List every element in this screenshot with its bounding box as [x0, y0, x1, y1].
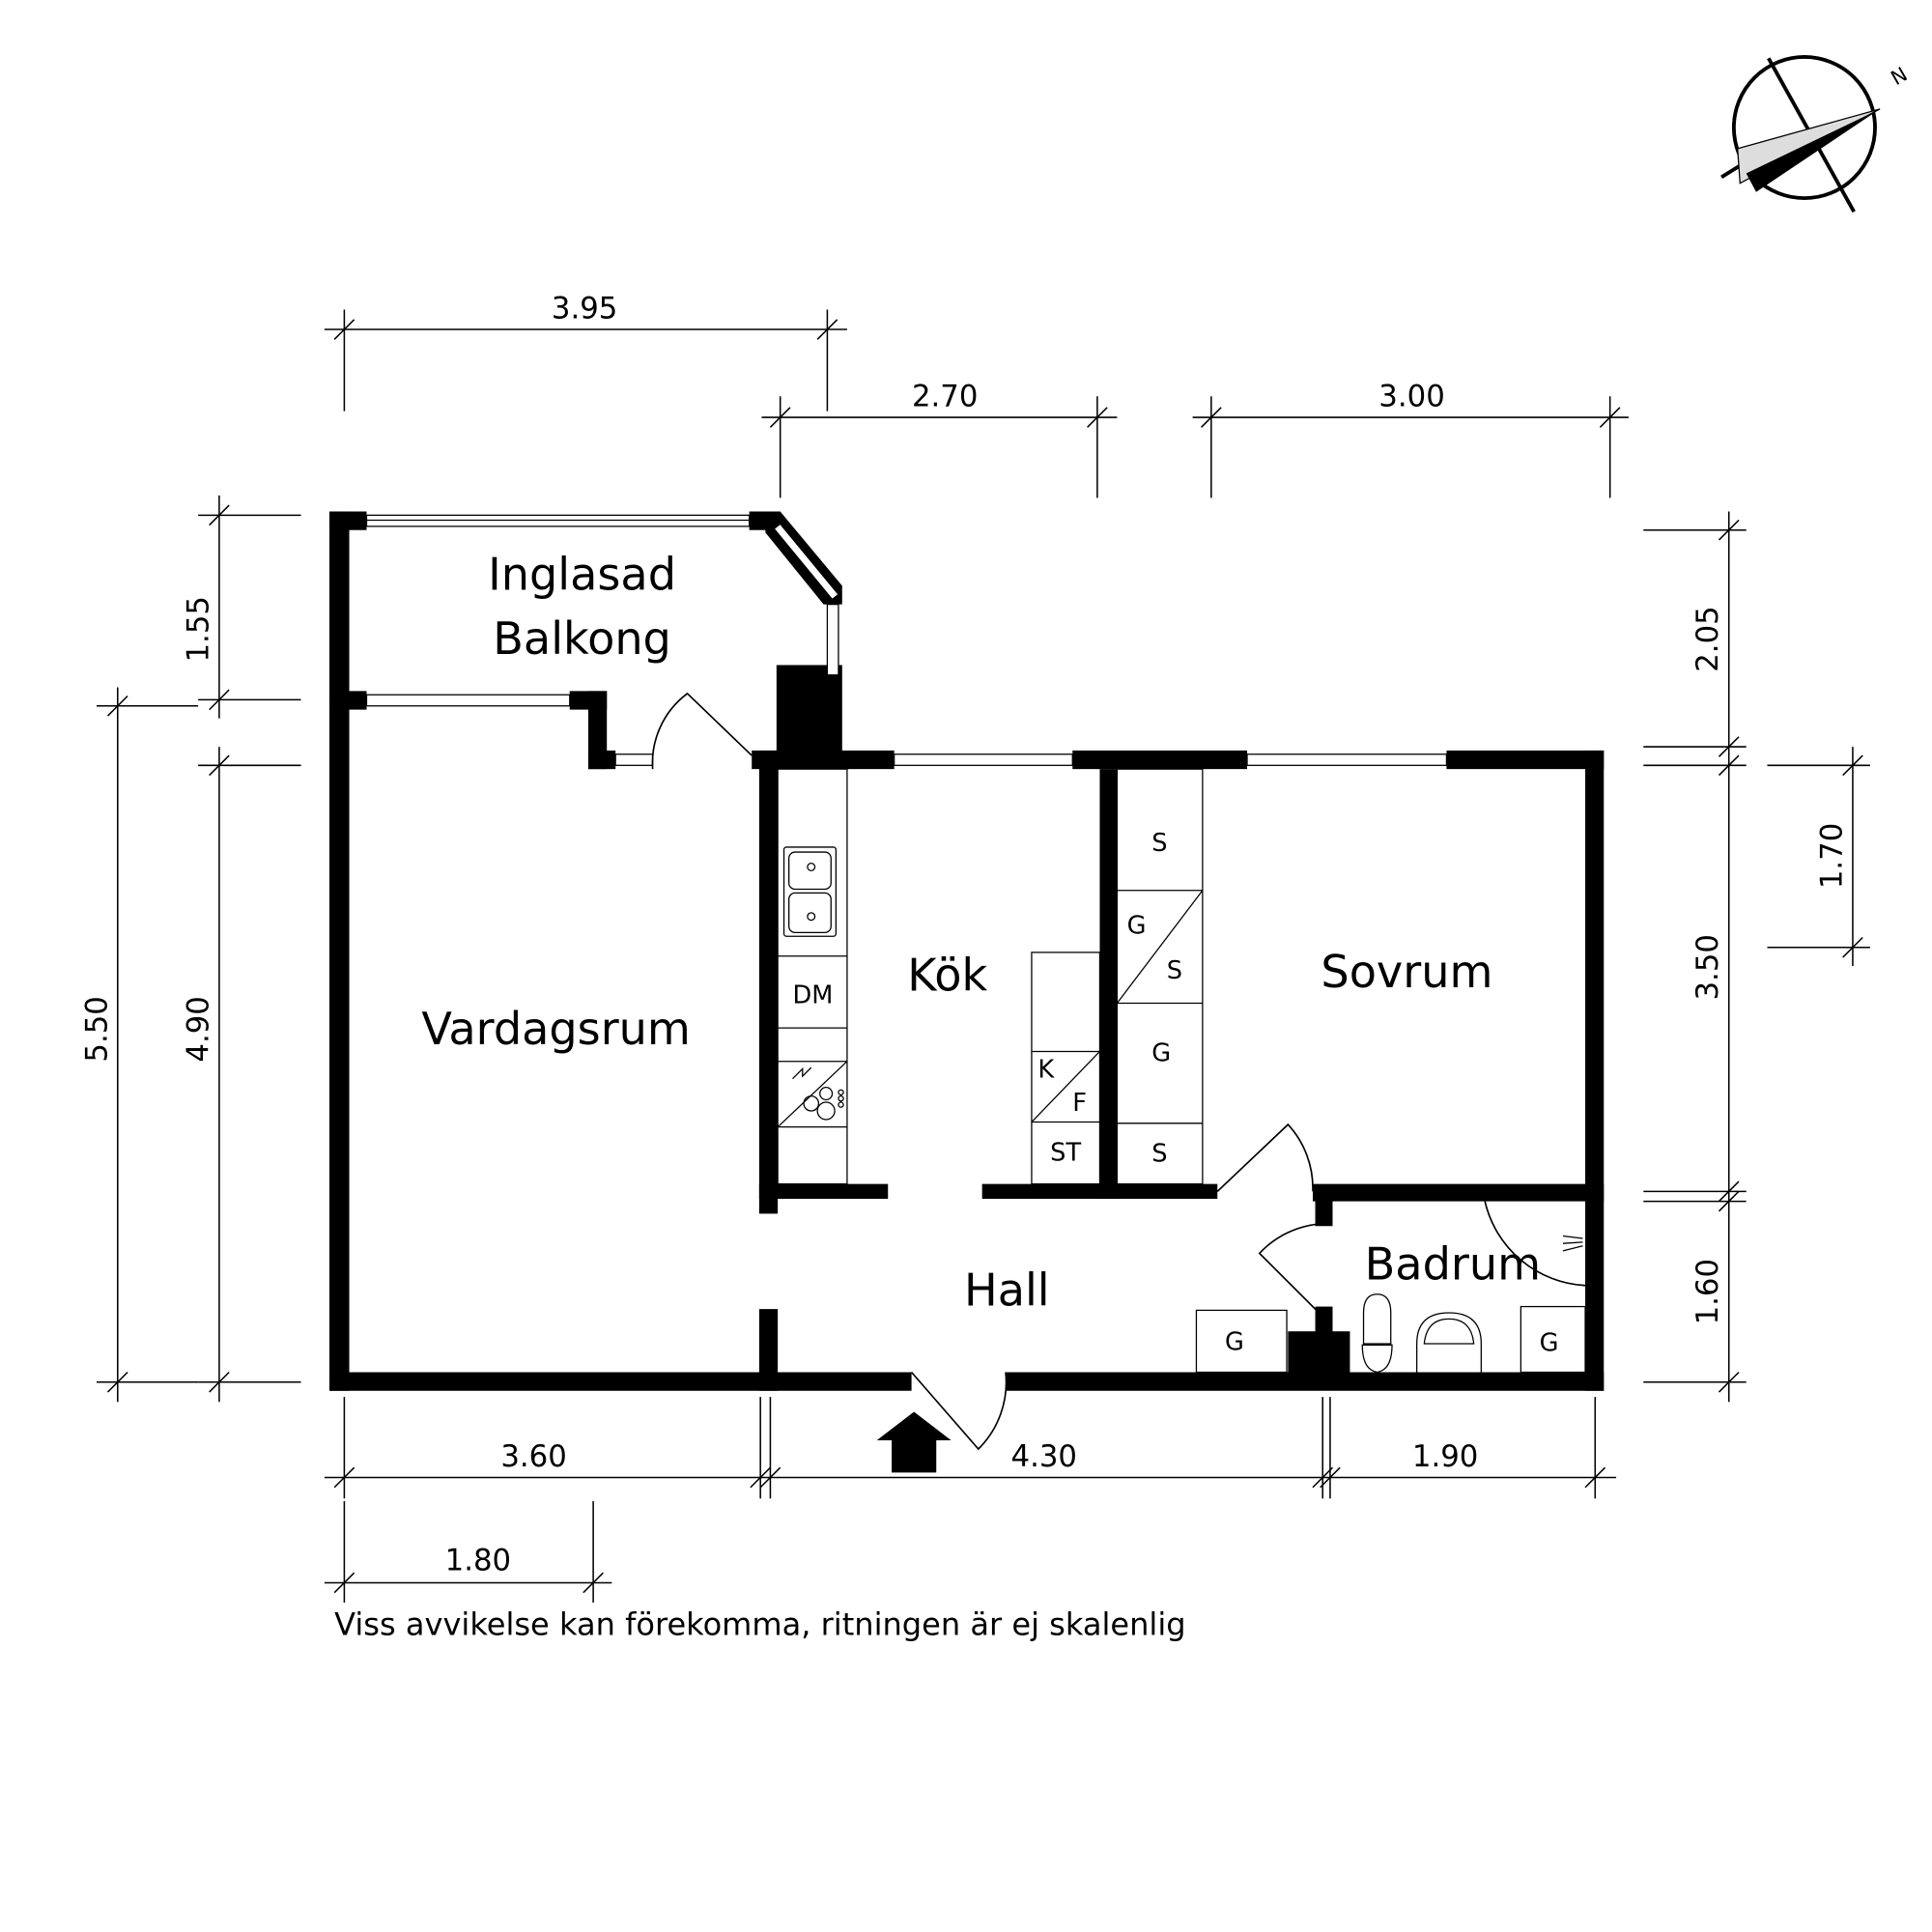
- washbasin-icon: [1416, 1312, 1482, 1373]
- fridge-freezer-cabinet: [1031, 952, 1101, 1185]
- dimension-label: 1.70: [1814, 823, 1849, 889]
- toilet-icon: [1361, 1293, 1393, 1374]
- room-label-bathroom: Badrum: [1365, 1237, 1541, 1290]
- room-label-kitchen: Kök: [907, 950, 987, 1002]
- dimension-lines: [97, 309, 1870, 1603]
- fridge-label: K: [1037, 1055, 1055, 1084]
- dimension-label: 1.60: [1690, 1259, 1725, 1324]
- storage-label: ST: [1050, 1138, 1081, 1167]
- dimension-label: 2.70: [912, 380, 978, 414]
- north-label: N: [1887, 63, 1911, 90]
- dimension-label: 1.90: [1412, 1439, 1478, 1474]
- hall-wardrobe: [1195, 1309, 1288, 1374]
- room-label-living-room: Vardagsrum: [421, 1003, 690, 1055]
- doors: [651, 692, 1586, 1451]
- entrance-arrow-icon: [876, 1411, 952, 1473]
- room-label-hall: Hall: [964, 1264, 1050, 1316]
- room-label-balcony: Balkong: [493, 612, 671, 665]
- dimension-label: 4.90: [181, 996, 215, 1062]
- wardrobe-s-label: S: [1151, 829, 1167, 858]
- bath-cabinet: [1520, 1305, 1586, 1374]
- wardrobe-s-label: S: [1151, 1140, 1167, 1169]
- sink-icon: [782, 846, 838, 937]
- bath-cabinet-label: G: [1540, 1329, 1559, 1358]
- wardrobe-g-label: G: [1151, 1039, 1171, 1068]
- dishwasher-label: DM: [793, 980, 834, 1009]
- dimension-label: 5.50: [79, 996, 114, 1062]
- north-arrow-icon: N: [1720, 55, 1912, 213]
- dimension-label: 4.30: [1011, 1439, 1077, 1474]
- windows: [365, 514, 1448, 766]
- hall-wardrobe-label: G: [1225, 1327, 1244, 1356]
- dimension-label: 2.05: [1690, 606, 1725, 671]
- dimension-label: 3.95: [552, 291, 617, 326]
- dimension-label: 1.55: [181, 596, 215, 662]
- wardrobes: [1116, 768, 1204, 1185]
- dimension-label: 3.00: [1378, 380, 1444, 414]
- stove-icon: [792, 1066, 844, 1121]
- wardrobe-g-label: G: [1127, 912, 1147, 941]
- shower-icon: [1562, 1235, 1583, 1252]
- dimension-label: 3.60: [500, 1439, 566, 1474]
- room-label-balcony: Inglasad: [488, 548, 676, 600]
- dimension-label: 1.80: [445, 1544, 511, 1578]
- dimension-label: 3.50: [1690, 934, 1725, 1000]
- room-label-bedroom: Sovrum: [1321, 946, 1492, 998]
- freezer-label: F: [1072, 1089, 1087, 1118]
- disclaimer-note: Viss avvikelse kan förekomma, ritningen …: [334, 1605, 1185, 1642]
- wardrobe-s-label: S: [1167, 956, 1182, 985]
- kitchen-counter: [777, 768, 848, 1185]
